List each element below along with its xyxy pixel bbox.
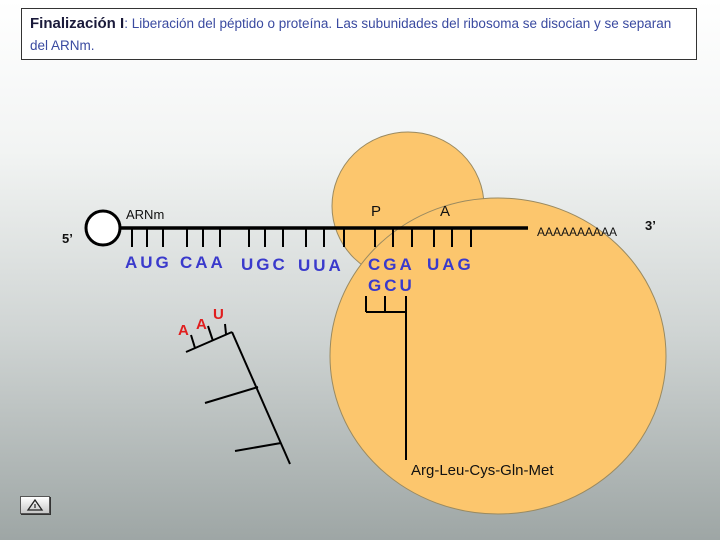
trna-p-site (365, 296, 407, 460)
peptide-chain: Arg-Leu-Cys-Gln-Met (411, 462, 554, 479)
mrna-label: ARNm (126, 207, 164, 222)
site-p-label: P (371, 203, 381, 220)
title-box: Finalización I: Liberación del péptido o… (21, 8, 697, 60)
codon-ticks (131, 228, 472, 247)
three-prime-label: 3’ (645, 218, 656, 233)
codon-1: AUG (125, 253, 172, 272)
codon-3: UGC (241, 255, 288, 274)
title-text: : Liberación del péptido o proteína. Las… (30, 16, 672, 53)
site-a-label: A (440, 203, 450, 220)
poly-a-tail: AAAAAAAAAA (537, 225, 617, 239)
ribosome (329, 131, 667, 515)
title-heading: Finalización I (30, 15, 125, 32)
codon-2: CAA (180, 253, 226, 272)
codon-5: CGA (368, 255, 415, 274)
home-button[interactable] (20, 496, 50, 514)
codon-4: UUA (298, 256, 344, 275)
mrna-cap (84, 209, 122, 247)
released-trna-a1: A (178, 322, 189, 339)
released-trna: A A U (178, 306, 291, 465)
anticodon-p: GCU (368, 276, 415, 295)
ribosome-large-subunit (329, 197, 667, 515)
released-trna-u: U (213, 306, 224, 323)
home-icon (26, 499, 44, 511)
five-prime-label: 5’ (62, 231, 73, 246)
codon-6: UAG (427, 255, 474, 274)
released-trna-a2: A (196, 316, 207, 333)
